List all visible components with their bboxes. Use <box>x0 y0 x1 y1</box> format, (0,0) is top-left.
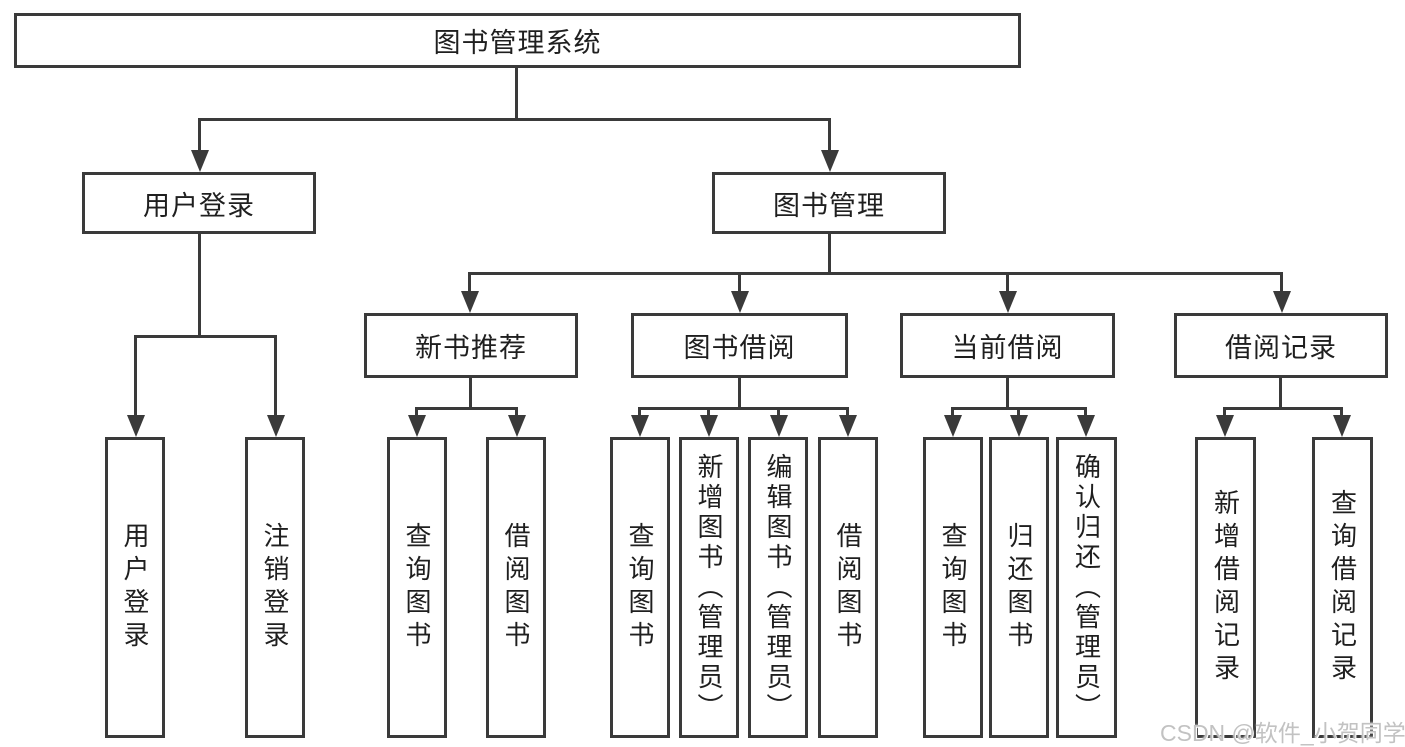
leaf-nb-query-books: 查询图书 <box>387 437 447 738</box>
connector-arrow-nb-borrow <box>515 407 518 415</box>
leaf-bb-edit-books-admin: 编辑图书（管理员） <box>748 437 808 738</box>
connector-new-book-rail <box>415 407 518 410</box>
connector-current-borrow-stem <box>1006 378 1009 407</box>
connector-root-stem <box>515 68 518 118</box>
node-new-book-recommend: 新书推荐 <box>364 313 578 378</box>
node-borrow-records: 借阅记录 <box>1174 313 1388 378</box>
connector-arrow-new-book <box>468 272 471 291</box>
connector-borrow-records-rail <box>1223 407 1343 410</box>
connector-book-management-stem <box>828 234 831 272</box>
connector-level1-rail <box>198 118 831 121</box>
leaf-nb-borrow-books: 借阅图书 <box>486 437 546 738</box>
node-book-borrow: 图书借阅 <box>631 313 848 378</box>
connector-book-borrow-stem <box>738 378 741 407</box>
connector-arrow-cb-confirm <box>1084 407 1087 415</box>
leaf-cb-query-books: 查询图书 <box>923 437 983 738</box>
leaf-bb-add-books-admin: 新增图书（管理员） <box>679 437 739 738</box>
leaf-cb-return-books: 归还图书 <box>989 437 1049 738</box>
connector-borrow-records-stem <box>1279 378 1282 407</box>
node-current-borrow: 当前借阅 <box>900 313 1115 378</box>
leaf-br-add-record: 新增借阅记录 <box>1195 437 1256 738</box>
connector-arrow-br-query <box>1340 407 1343 415</box>
node-root: 图书管理系统 <box>14 13 1021 68</box>
connector-arrow-bb-edit <box>777 407 780 415</box>
node-user-login: 用户登录 <box>82 172 316 234</box>
leaf-br-query-record: 查询借阅记录 <box>1312 437 1373 738</box>
leaf-bb-query-books: 查询图书 <box>610 437 670 738</box>
connector-arrow-bb-borrow <box>846 407 849 415</box>
connector-arrow-leaf-login <box>134 335 137 415</box>
connector-arrow-book-borrow <box>738 272 741 291</box>
connector-arrow-leaf-logout <box>274 335 277 415</box>
connector-arrow-cb-query <box>951 407 954 415</box>
leaf-bb-borrow-books: 借阅图书 <box>818 437 878 738</box>
connector-arrow-book-management <box>828 118 831 150</box>
connector-book-borrow-rail <box>638 407 849 410</box>
connector-arrow-nb-query <box>415 407 418 415</box>
connector-level2-rail <box>468 272 1283 275</box>
leaf-cb-confirm-return-admin: 确认归还（管理员） <box>1056 437 1117 738</box>
connector-arrow-user-login <box>198 118 201 150</box>
connector-arrow-br-add <box>1223 407 1226 415</box>
watermark: CSDN @软件_小贺同学 <box>1160 720 1405 746</box>
connector-arrow-borrow-records <box>1280 272 1283 291</box>
leaf-logout: 注销登录 <box>245 437 305 738</box>
connector-arrow-current-borrow <box>1006 272 1009 291</box>
leaf-user-login: 用户登录 <box>105 437 165 738</box>
connector-arrow-bb-add <box>707 407 710 415</box>
connector-user-login-stem <box>198 234 201 335</box>
connector-arrow-bb-query <box>638 407 641 415</box>
node-book-management: 图书管理 <box>712 172 946 234</box>
connector-new-book-stem <box>469 378 472 407</box>
connector-user-login-rail <box>134 335 277 338</box>
connector-arrow-cb-return <box>1017 407 1020 415</box>
